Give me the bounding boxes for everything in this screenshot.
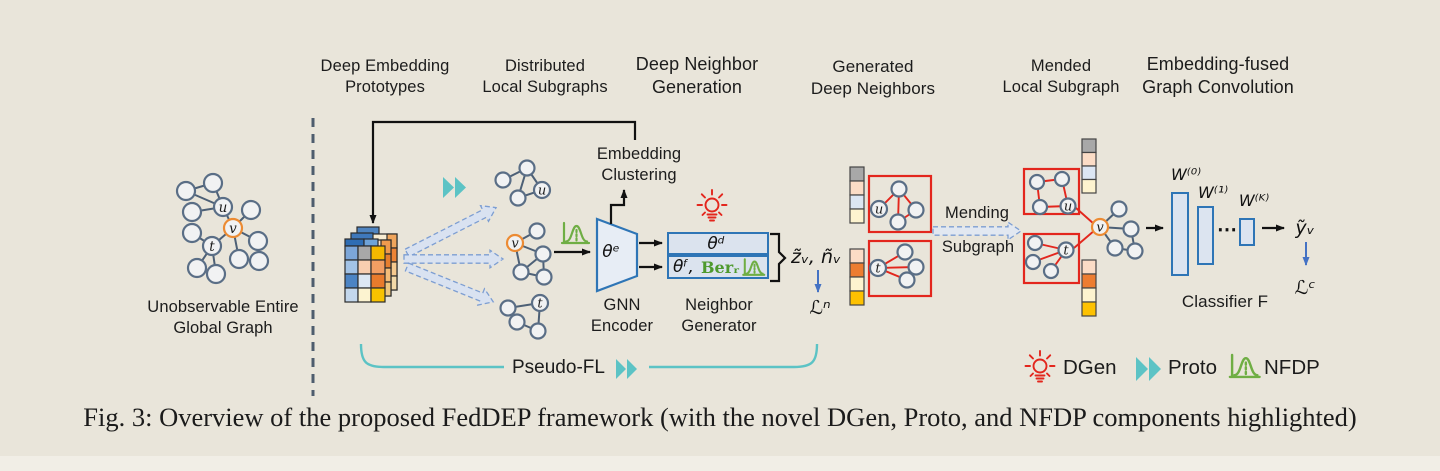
nfdp-icon <box>560 221 591 245</box>
node-label-t: t <box>1063 244 1069 259</box>
classifier-layers <box>1171 192 1255 276</box>
math-ber-r: Berᵣ <box>701 258 740 277</box>
generator-output-brace <box>770 232 787 283</box>
math-loss-n: ℒⁿ <box>809 297 831 319</box>
proto-chevrons-icon <box>443 177 466 198</box>
mended-embedding-bar-t <box>1081 259 1097 317</box>
legend-nfdp-label: NFDP <box>1264 356 1320 379</box>
label-neighbor-generator: Neighbor Generator <box>681 296 757 336</box>
math-theta-e: θᵉ <box>602 242 620 262</box>
math-y-pred: ỹᵥ <box>1295 217 1315 239</box>
math-w1: W⁽¹⁾ <box>1197 183 1229 202</box>
header-mended-local-subgraph: Mended Local Subgraph <box>1002 57 1120 97</box>
node-label-u: u <box>1064 200 1072 215</box>
node-label-v: v <box>229 221 237 237</box>
distribution-arrows <box>403 204 505 307</box>
encoder-to-clustering-arrow <box>609 189 628 224</box>
generated-neighbors-u: u <box>867 174 933 234</box>
legend-dgen-label: DGen <box>1063 356 1117 379</box>
node-label-u: u <box>875 203 883 218</box>
figure-caption: Fig. 3: Overview of the proposed FedDEP … <box>83 402 1357 432</box>
gnn-encoder-trapezoid <box>595 217 639 293</box>
nfdp-icon-small <box>742 258 766 276</box>
mended-embedding-bar-u <box>1081 138 1097 194</box>
math-theta-f: θᶠ, <box>673 257 694 277</box>
generated-embedding-bar-u <box>849 166 865 224</box>
clustering-to-prototypes-arrow <box>369 120 637 224</box>
legend-nfdp-icon <box>1228 353 1261 379</box>
classifier-ellipsis: ⋯ <box>1217 219 1238 241</box>
local-subgraph-t: t <box>499 293 550 340</box>
global-graph: u v t <box>175 172 270 285</box>
header-embedding-fused-graph-convolution: Embedding-fused Graph Convolution <box>1142 54 1294 98</box>
label-global-graph: Unobservable Entire Global Graph <box>147 298 299 338</box>
mended-subgraph-group: u t v <box>1022 167 1144 285</box>
header-generated-deep-neighbors: Generated Deep Neighbors <box>810 57 936 98</box>
label-mending: Mending <box>945 204 1009 222</box>
node-label-u: u <box>219 200 228 216</box>
node-label-v: v <box>511 237 519 252</box>
legend-proto-label: Proto <box>1168 356 1217 379</box>
generated-embedding-bar-t <box>849 248 865 306</box>
node-label-t: t <box>209 239 215 255</box>
mending-arrow <box>932 220 1023 242</box>
dgen-bulb-icon <box>696 189 728 222</box>
math-wk: W⁽ᴷ⁾ <box>1238 191 1270 210</box>
node-label-t: t <box>537 297 543 312</box>
math-loss-c: ℒᶜ <box>1294 277 1316 299</box>
bottom-margin-strip <box>0 456 1440 471</box>
header-distributed-local-subgraphs: Distributed Local Subgraphs <box>482 57 608 97</box>
label-classifier-f: Classifier F <box>1181 292 1269 311</box>
legend-dgen-icon <box>1024 350 1056 383</box>
generator-box-theta-f <box>667 255 769 279</box>
label-gnn-encoder: GNN Encoder <box>590 296 654 336</box>
node-label-u: u <box>538 184 546 199</box>
header-deep-embedding-prototypes: Deep Embedding Prototypes <box>320 57 450 97</box>
label-pseudo-fl: Pseudo-FL <box>512 357 605 378</box>
math-theta-d: θᵈ <box>707 234 725 254</box>
local-subgraph-v: v <box>505 222 553 286</box>
math-w0: W⁽⁰⁾ <box>1170 165 1202 184</box>
label-embedding-clustering: Embedding Clustering <box>596 145 682 185</box>
label-subgraph: Subgraph <box>941 238 1015 256</box>
pseudo-fl-chevrons-icon <box>616 359 637 379</box>
math-generator-output: z̃ᵥ, ñᵥ <box>791 246 841 268</box>
generator-box-theta-d <box>667 232 769 255</box>
node-label-v: v <box>1096 221 1104 236</box>
node-label-t: t <box>875 262 881 277</box>
prototype-grid <box>344 226 398 303</box>
header-deep-neighbor-generation: Deep Neighbor Generation <box>635 54 759 98</box>
pseudo-fl-brace <box>359 343 819 369</box>
generated-neighbors-t: t <box>867 239 933 298</box>
local-subgraph-u: u <box>494 159 552 207</box>
legend-proto-icon <box>1136 357 1161 381</box>
